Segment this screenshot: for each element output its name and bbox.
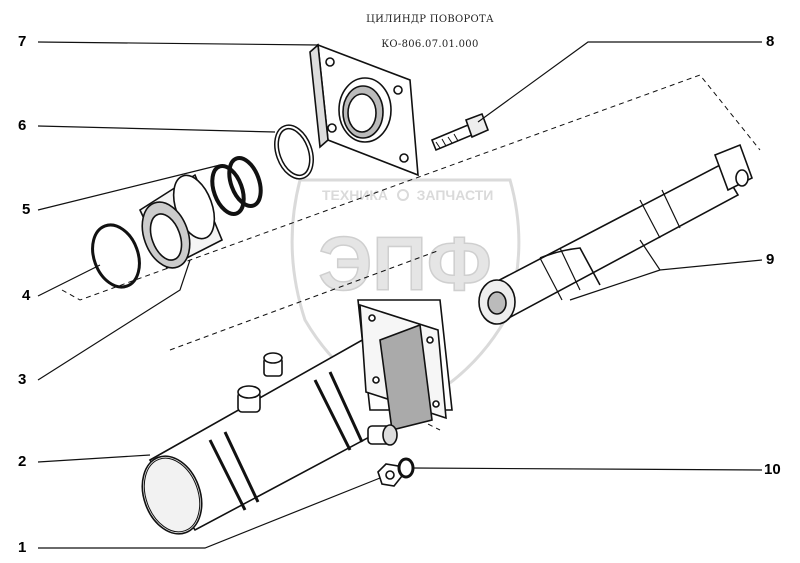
callout-3: 3	[18, 371, 27, 388]
leader-lines	[37, 41, 763, 549]
diagram-part-number: КО-806.07.01.000	[381, 39, 479, 50]
watermark-logo: ЭПФ ТЕХНИКА ЗАПЧАСТИ	[290, 178, 521, 412]
part-7-flange	[309, 43, 419, 177]
watermark-logo-text: ЭПФ	[318, 222, 492, 307]
callout-4: 4	[22, 287, 31, 304]
callout-7: 7	[18, 33, 27, 50]
part-8-bolt	[430, 112, 490, 152]
part-5-rings	[210, 156, 263, 216]
watermark-top-text: ТЕХНИКА	[322, 187, 388, 203]
watermark-top-text-right: ЗАПЧАСТИ	[417, 187, 494, 203]
part-2-cylinder	[141, 299, 453, 535]
callout-1: 1	[18, 539, 27, 556]
part-10-washer	[397, 457, 415, 479]
diagram-title: ЦИЛИНДР ПОВОРОТА	[366, 14, 494, 25]
part-4-ring	[91, 223, 141, 289]
callout-8: 8	[766, 33, 775, 50]
callout-9: 9	[766, 251, 775, 268]
callout-10: 10	[764, 461, 781, 478]
callout-2: 2	[18, 453, 27, 470]
callout-6: 6	[18, 117, 27, 134]
gear-icon	[397, 189, 409, 201]
callout-5: 5	[22, 201, 31, 218]
part-9-rod	[478, 143, 753, 325]
part-3-piston	[138, 173, 224, 270]
